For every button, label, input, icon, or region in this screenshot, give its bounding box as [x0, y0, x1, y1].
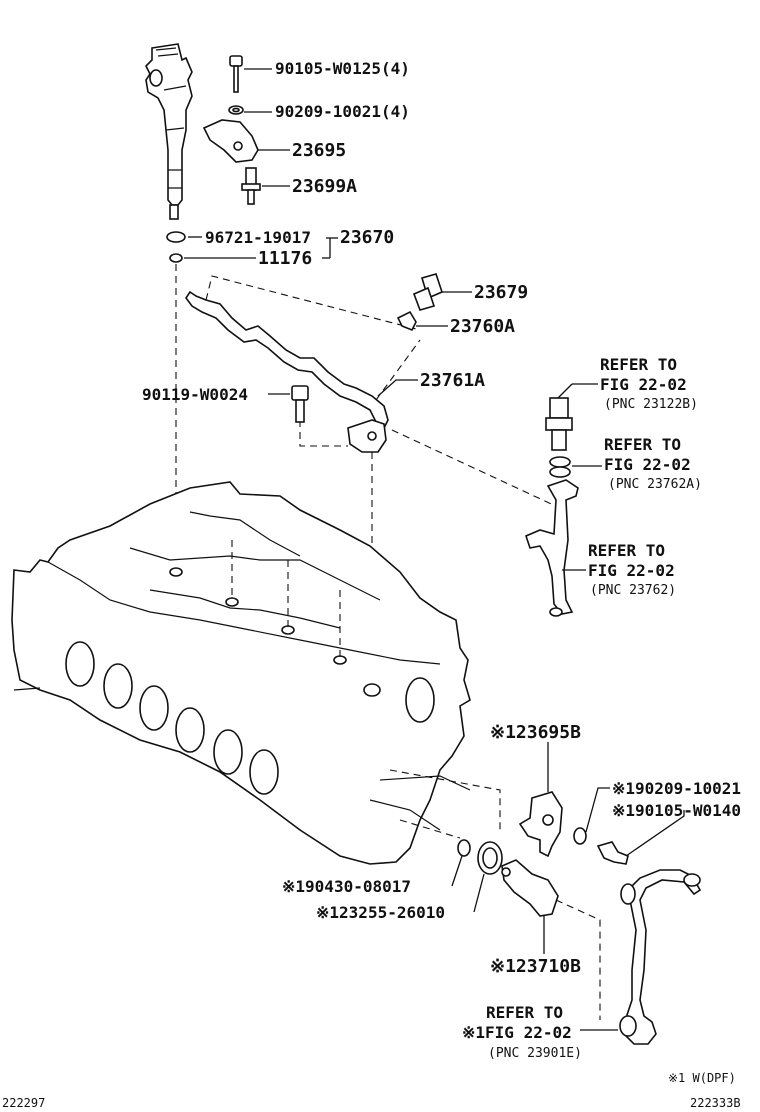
part-label-23710b[interactable]: ※123710B	[490, 956, 581, 977]
part-label-96721-19017[interactable]: 96721-19017	[205, 228, 311, 247]
ref2-fig-link[interactable]: FIG 22-02	[604, 455, 691, 474]
bolt-90119-w0024-icon	[291, 385, 309, 423]
washer-90209-10021-b-icon	[573, 827, 587, 845]
stud-23699a-icon	[241, 167, 261, 205]
ref1-fig-link[interactable]: FIG 22-02	[600, 375, 687, 394]
bracket-23695b-icon	[518, 791, 563, 858]
seal-23255-26010-icon	[477, 841, 503, 875]
ref4-fig-link[interactable]: ※1FIG 22-02	[462, 1023, 572, 1042]
ref1-title: REFER TO	[600, 355, 677, 374]
part-label-23761a[interactable]: 23761A	[420, 370, 485, 391]
ref2-pnc: (PNC 23762A)	[608, 477, 702, 492]
figure-id-right: 222333B	[690, 1096, 741, 1110]
leak-off-pipe-23761a-icon	[185, 290, 389, 453]
part-label-23695b[interactable]: ※123695B	[490, 722, 581, 743]
ref3-fig-link[interactable]: FIG 22-02	[588, 561, 675, 580]
washer-90209-10021-icon	[228, 105, 244, 115]
o-ring-96721-19017-icon	[166, 231, 186, 243]
part-label-23695[interactable]: 23695	[292, 140, 346, 161]
ref4-title: REFER TO	[486, 1003, 563, 1022]
fuel-injector	[145, 43, 193, 220]
part-label-23699a[interactable]: 23699A	[292, 176, 357, 197]
part-label-90119-w0024[interactable]: 90119-W0024	[142, 385, 248, 404]
banjo-bolt-23679-icon	[412, 273, 443, 311]
injector-clamp-23695-icon	[202, 119, 259, 163]
bolt-90105-w0140-icon	[596, 841, 629, 865]
ref3-title: REFER TO	[588, 541, 665, 560]
gasket-23762a-icon	[549, 456, 571, 478]
part-label-90209-10021-b[interactable]: ※190209-10021	[612, 779, 741, 798]
pipe-23762-icon	[525, 479, 579, 617]
fuel-filter-23710b-icon	[501, 859, 559, 917]
gasket-11176-icon	[169, 253, 183, 263]
bolt-90105-w0125-icon	[229, 55, 243, 93]
part-label-23670[interactable]: 23670	[340, 227, 394, 248]
part-label-11176[interactable]: 11176	[258, 248, 312, 269]
part-label-90105-w0125[interactable]: 90105-W0125(4)	[275, 59, 410, 78]
clip-23760a-icon	[396, 310, 417, 332]
part-label-90105-w0140[interactable]: ※190105-W0140	[612, 801, 741, 820]
part-label-90209-10021-qty4[interactable]: 90209-10021(4)	[275, 102, 410, 121]
footnote-dpf: ※1 W(DPF)	[668, 1071, 736, 1085]
ref1-pnc: (PNC 23122B)	[604, 397, 698, 412]
sensor-23122b-icon	[545, 397, 573, 451]
figure-id-left: 222297	[2, 1096, 45, 1110]
ref3-pnc: (PNC 23762)	[590, 583, 676, 598]
ref4-pnc: (PNC 23901E)	[488, 1046, 582, 1061]
gasket-90430-08017-icon	[457, 839, 471, 857]
part-label-23679[interactable]: 23679	[474, 282, 528, 303]
part-label-23760a[interactable]: 23760A	[450, 316, 515, 337]
part-label-23255-26010[interactable]: ※123255-26010	[316, 903, 445, 922]
fuel-pipe-23901e-icon	[619, 869, 702, 1045]
part-label-90430-08017[interactable]: ※190430-08017	[282, 877, 411, 896]
engine-cylinder-head-icon	[11, 481, 471, 865]
ref2-title: REFER TO	[604, 435, 681, 454]
